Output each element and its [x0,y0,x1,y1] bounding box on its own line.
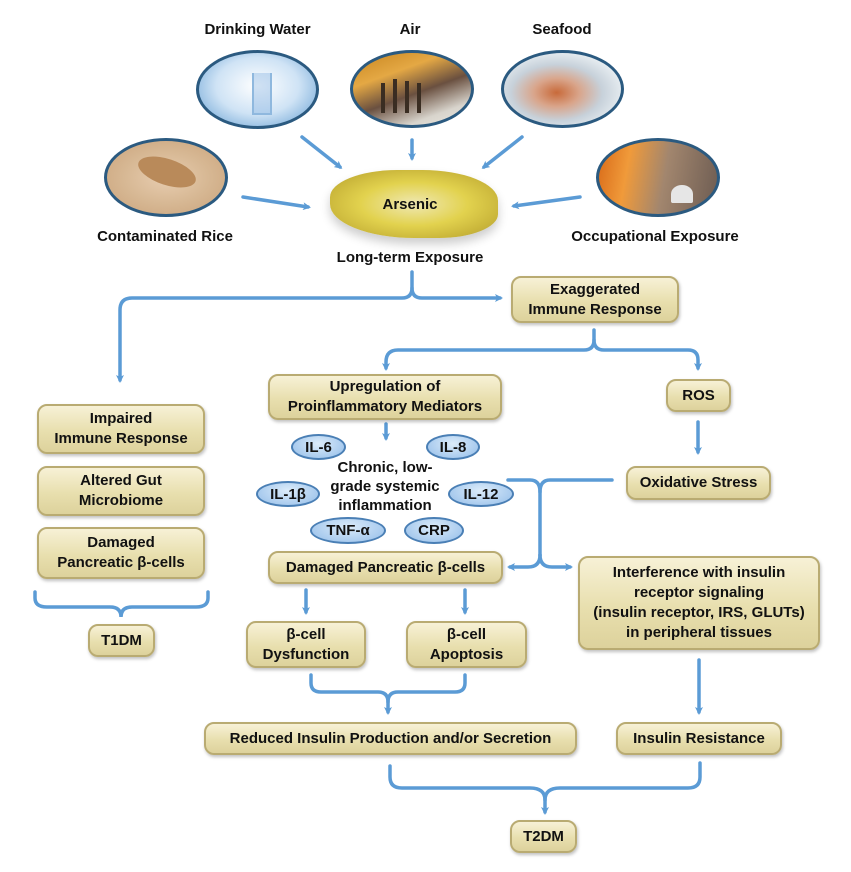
split-long-term [116,270,414,383]
mediator-il6: IL-6 [291,434,346,460]
box-line: β-cell [286,625,326,643]
mediator-il8: IL-8 [426,434,480,460]
damaged-pancreatic-beta-cells-box: Damaged Pancreatic β-cells [268,551,503,584]
arrow-to-ros [592,338,702,371]
merge-t2dm-left [388,764,549,815]
merge-beta [309,673,392,715]
box-line: Immune Response [54,430,188,447]
source-label-seafood: Seafood [532,21,592,38]
contaminated-rice-image [104,138,228,217]
damaged-pancreatic-beta-cells-left-box: Damaged Pancreatic β-cells [37,527,205,579]
arrow-rice-to-arsenic [241,195,311,211]
source-label-drinking-water: Drinking Water [204,21,311,38]
box-line: Immune Response [528,300,662,318]
mediator-crp: CRP [404,517,464,544]
source-label-contaminated-rice: Contaminated Rice [97,228,233,245]
seafood-image [501,50,624,128]
source-label-occupational-exposure: Occupational Exposure [571,228,739,245]
arrow-to-interference [538,553,573,571]
merge-t2dm-right [543,761,702,802]
arrow-to-exaggerated [410,286,503,302]
smokestack-icon [417,83,421,113]
text-line: inflammation [338,497,432,514]
t1dm-box: T1DM [88,624,155,657]
box-line: (insulin receptor, IRS, GLUTs) [593,604,805,621]
long-term-exposure-label: Long-term Exposure [336,249,484,266]
arrow-water-to-arsenic [300,135,343,169]
chronic-inflammation-text: Chronic, low- grade systemic inflammatio… [315,458,455,515]
box-line: Upregulation of [329,378,441,395]
smokestack-icon [405,81,409,113]
box-line: in peripheral tissues [626,624,772,641]
mediator-il12: IL-12 [448,481,514,507]
arsenic-label: Arsenic [382,196,438,213]
box-line: Dysfunction [262,645,350,663]
box-line: Apoptosis [429,645,504,663]
air-pollution-image [350,50,474,128]
source-label-air: Air [399,21,421,38]
insulin-receptor-interference-box: Interference with insulin receptor signa… [578,556,820,650]
text-line: Chronic, low- [337,459,433,476]
box-line: β-cell [446,625,487,643]
box-line: Damaged [87,534,155,551]
drinking-water-image [196,50,319,129]
exaggerated-immune-response-box: Exaggerated Immune Response [511,276,679,323]
smokestack-icon [393,79,397,113]
ros-box: ROS [666,379,731,412]
mediator-il1b: IL-1β [256,481,320,507]
brace-t1dm [33,590,210,618]
insulin-resistance-box: Insulin Resistance [616,722,782,755]
impaired-immune-response-box: Impaired Immune Response [37,404,205,454]
merge-oxidative-line [538,478,614,494]
box-line: Pancreatic β-cells [57,554,185,571]
water-glass-icon [252,73,272,115]
arrow-seafood-to-arsenic [481,135,524,169]
box-line: receptor signaling [633,584,765,601]
spoon-icon [134,150,200,194]
box-line: Proinflammatory Mediators [287,398,483,415]
altered-gut-microbiome-box: Altered Gut Microbiome [37,466,205,516]
box-line: Interference with insulin [612,564,786,581]
mediator-tnfa: TNF-α [310,517,386,544]
box-line: Impaired [89,410,153,427]
text-line: grade systemic [330,478,440,495]
box-line: Exaggerated [549,280,641,298]
upregulation-proinflammatory-box: Upregulation of Proinflammatory Mediator… [268,374,502,420]
oxidative-stress-box: Oxidative Stress [626,466,771,500]
box-line: Microbiome [78,492,164,509]
t2dm-box: T2DM [510,820,577,853]
arsenic-rock-image [330,170,498,238]
reduced-insulin-production-box: Reduced Insulin Production and/or Secret… [204,722,577,755]
arrow-occupational-to-arsenic [511,195,582,210]
hard-hat-icon [671,185,693,203]
arrow-to-damaged-beta [507,553,542,571]
box-line: Altered Gut [80,472,162,489]
smokestack-icon [381,83,385,113]
beta-cell-apoptosis-box: β-cell Apoptosis [406,621,527,668]
merge-beta-right [386,673,467,704]
beta-cell-dysfunction-box: β-cell Dysfunction [246,621,366,668]
split-exaggerated [382,328,596,371]
occupational-exposure-image [596,138,720,217]
